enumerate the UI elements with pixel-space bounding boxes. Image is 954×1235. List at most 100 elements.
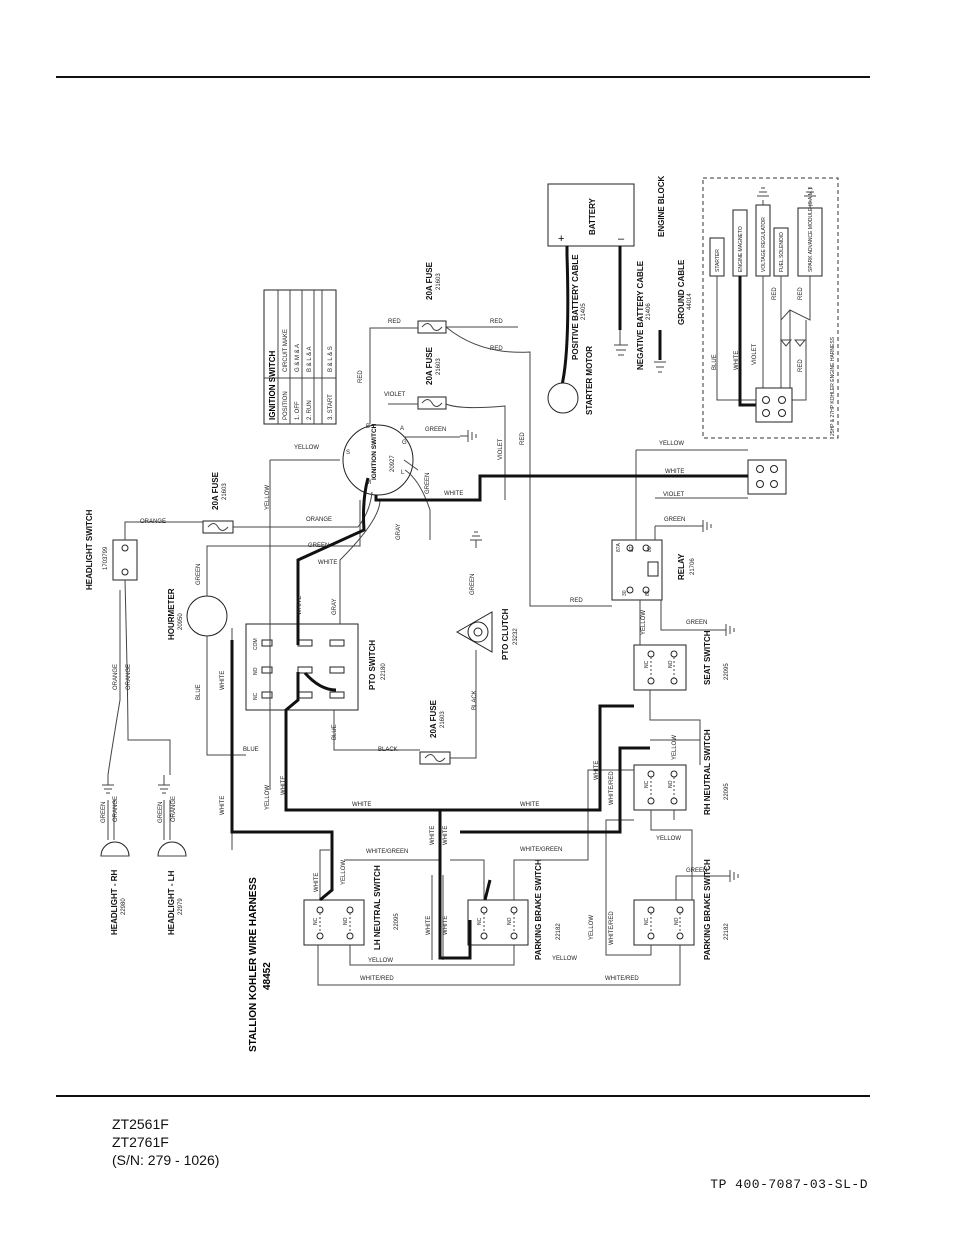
relay-term-87a: 87A bbox=[616, 542, 622, 552]
battery-pos: + bbox=[558, 233, 564, 245]
rh-neutral-name: RH NEUTRAL SWITCH bbox=[703, 729, 712, 815]
top-rule bbox=[56, 76, 870, 78]
wl-gray-2: GRAY bbox=[332, 598, 338, 615]
wl-green-9: GREEN bbox=[101, 802, 107, 823]
wl-blue-3: BLUE bbox=[332, 724, 338, 740]
engine-item-sam: SPARK ADVANCE MODULE (S.A.M.) bbox=[808, 188, 814, 272]
wl-white-green-2: WHITE/GREEN bbox=[520, 847, 562, 853]
wl-yellow-10: YELLOW bbox=[552, 956, 577, 962]
seat-switch-part: 22095 bbox=[724, 663, 730, 680]
ground-symbols bbox=[102, 430, 739, 882]
wl-yellow-8: YELLOW bbox=[341, 860, 347, 885]
fuse-left-name: 20A FUSE bbox=[211, 471, 220, 510]
wl-blue-2: BLUE bbox=[243, 747, 259, 753]
wire-label-red-engine-1: RED bbox=[772, 287, 778, 300]
hourmeter-part: 20950 bbox=[178, 613, 184, 630]
harness-title: STALLION KOHLER WIRE HARNESS bbox=[248, 877, 259, 1052]
wl-orange-1: ORANGE bbox=[140, 519, 166, 525]
hourmeter: HOURMETER 20950 bbox=[167, 588, 228, 640]
pos-cable-name: POSITIVE BATTERY CABLE bbox=[571, 254, 580, 360]
model-list: ZT2561F ZT2761F (S/N: 279 - 1026) bbox=[112, 1115, 219, 1169]
wire-label-blue-engine: BLUE bbox=[712, 354, 718, 370]
wl-white-13: WHITE bbox=[314, 873, 320, 892]
engine-harness-label: 25HP & 27HP KOHLER ENGINE HARNESS bbox=[830, 336, 836, 436]
wl-white-green-1: WHITE/GREEN bbox=[366, 849, 408, 855]
wl-yellow-11: YELLOW bbox=[589, 915, 595, 940]
seat-term-no: NO bbox=[668, 660, 674, 668]
wires-thin bbox=[107, 326, 748, 986]
neg-cable-name: NEGATIVE BATTERY CABLE bbox=[636, 260, 645, 370]
pto-switch-part: 22180 bbox=[381, 663, 387, 680]
wire-labels: YELLOW YELLOW YELLOW YELLOW YELLOW YELLO… bbox=[101, 319, 707, 982]
engine-block-label: ENGINE BLOCK bbox=[657, 175, 666, 237]
fuse-bottom-name: 20A FUSE bbox=[429, 699, 438, 738]
wl-red-4: RED bbox=[358, 370, 364, 383]
wl-violet-3: VIOLET bbox=[663, 492, 685, 498]
wl-red-1: RED bbox=[388, 319, 401, 325]
engine-item-voltage-regulator: VOLTAGE REGULATOR bbox=[761, 217, 767, 272]
fuse-bottom-part: 21603 bbox=[440, 711, 446, 728]
lh-term-nc: NC bbox=[313, 917, 319, 925]
starter-motor-label: STARTER MOTOR bbox=[585, 346, 594, 415]
relay-term-30: 30 bbox=[622, 590, 628, 596]
fuse-top: 20A FUSE 21603 bbox=[417, 261, 447, 334]
fuse-left: 20A FUSE 21603 bbox=[202, 471, 234, 534]
engine-harness: STARTER ENGINE MAGNETO VOLTAGE REGULATOR… bbox=[702, 177, 839, 439]
wl-yellow-6: YELLOW bbox=[656, 836, 681, 842]
document-number: TP 400-7087-03-SL-D bbox=[710, 1177, 868, 1192]
relay-term-85: 85 bbox=[647, 546, 653, 552]
wl-white-red-4: WHITE/RED bbox=[605, 976, 639, 982]
relay-part: 21706 bbox=[690, 558, 696, 575]
wl-orange-4: ORANGE bbox=[126, 664, 132, 690]
wl-white-6: WHITE bbox=[220, 796, 226, 815]
wl-orange-2: ORANGE bbox=[306, 517, 332, 523]
wl-white-5: WHITE bbox=[220, 671, 226, 690]
serial-range: (S/N: 279 - 1026) bbox=[112, 1152, 220, 1168]
ignition-table-header-circuit: CIRCUIT MAKE bbox=[283, 329, 289, 372]
wl-yellow-9: YELLOW bbox=[368, 958, 393, 964]
ground-cable-name: GROUND CABLE bbox=[677, 259, 686, 325]
model-1: ZT2561F bbox=[112, 1116, 169, 1132]
ignition-table-title: IGNITION SWITCH bbox=[268, 350, 277, 420]
wl-yellow-1: YELLOW bbox=[294, 445, 319, 451]
model-2: ZT2761F bbox=[112, 1134, 169, 1150]
fuse-bottom: 20A FUSE 21603 bbox=[419, 699, 451, 765]
wl-green-7: GREEN bbox=[686, 620, 707, 626]
fuse-left-part: 21603 bbox=[222, 483, 228, 500]
pos-cable-part: 21405 bbox=[581, 303, 587, 320]
rh-neutral-part: 22095 bbox=[724, 783, 730, 800]
pto-term-nc: NC bbox=[253, 692, 259, 700]
ignition-table-row2-pos: 2. RUN bbox=[307, 400, 313, 420]
pto-switch: COM NO NC PTO SWITCH 22180 bbox=[245, 623, 387, 711]
wl-white-red-3: WHITE/RED bbox=[360, 976, 394, 982]
lh-neutral-name: LH NEUTRAL SWITCH bbox=[373, 865, 382, 950]
wl-white-9: WHITE bbox=[520, 802, 539, 808]
engine-item-magneto: ENGINE MAGNETO bbox=[738, 226, 744, 272]
relay: 87A 87 85 30 86 RELAY 21706 bbox=[611, 539, 696, 601]
hourmeter-name: HOURMETER bbox=[167, 588, 176, 640]
wl-orange-3: ORANGE bbox=[113, 664, 119, 690]
ignition-table-header-position: POSITION bbox=[283, 391, 289, 420]
rh-term-no: NO bbox=[668, 780, 674, 788]
ignition-table-row3-circ: B & L & S bbox=[328, 346, 334, 372]
wl-violet-2: VIOLET bbox=[498, 438, 504, 460]
wire-label-white-engine: WHITE bbox=[734, 351, 740, 370]
wl-red-2: RED bbox=[490, 319, 503, 325]
ignition-table-row1-pos: 1. OFF bbox=[295, 401, 301, 420]
wl-black-2: BLACK bbox=[472, 690, 478, 710]
relay-term-87: 87 bbox=[629, 546, 635, 552]
wl-orange-6: ORANGE bbox=[171, 796, 177, 822]
wl-white-8: WHITE bbox=[352, 802, 371, 808]
relay-name: RELAY bbox=[677, 553, 686, 580]
wl-blue-1: BLUE bbox=[196, 684, 202, 700]
wl-gray-1: GRAY bbox=[396, 523, 402, 540]
ignition-switch: IGNITION SWITCH 20927 S B A G L M bbox=[342, 423, 414, 496]
pbm-term-nc: NC bbox=[477, 917, 483, 925]
rh-term-nc: NC bbox=[644, 780, 650, 788]
ignition-switch-part: 20927 bbox=[390, 455, 396, 472]
wl-white-3: WHITE bbox=[318, 560, 337, 566]
ignition-switch-name: IGNITION SWITCH bbox=[371, 423, 378, 480]
headlight-lh-part: 22979 bbox=[178, 898, 184, 915]
fuse-mid: 20A FUSE 21603 bbox=[417, 346, 447, 410]
ignition-table: IGNITION SWITCH POSITION CIRCUIT MAKE 1.… bbox=[263, 289, 337, 425]
